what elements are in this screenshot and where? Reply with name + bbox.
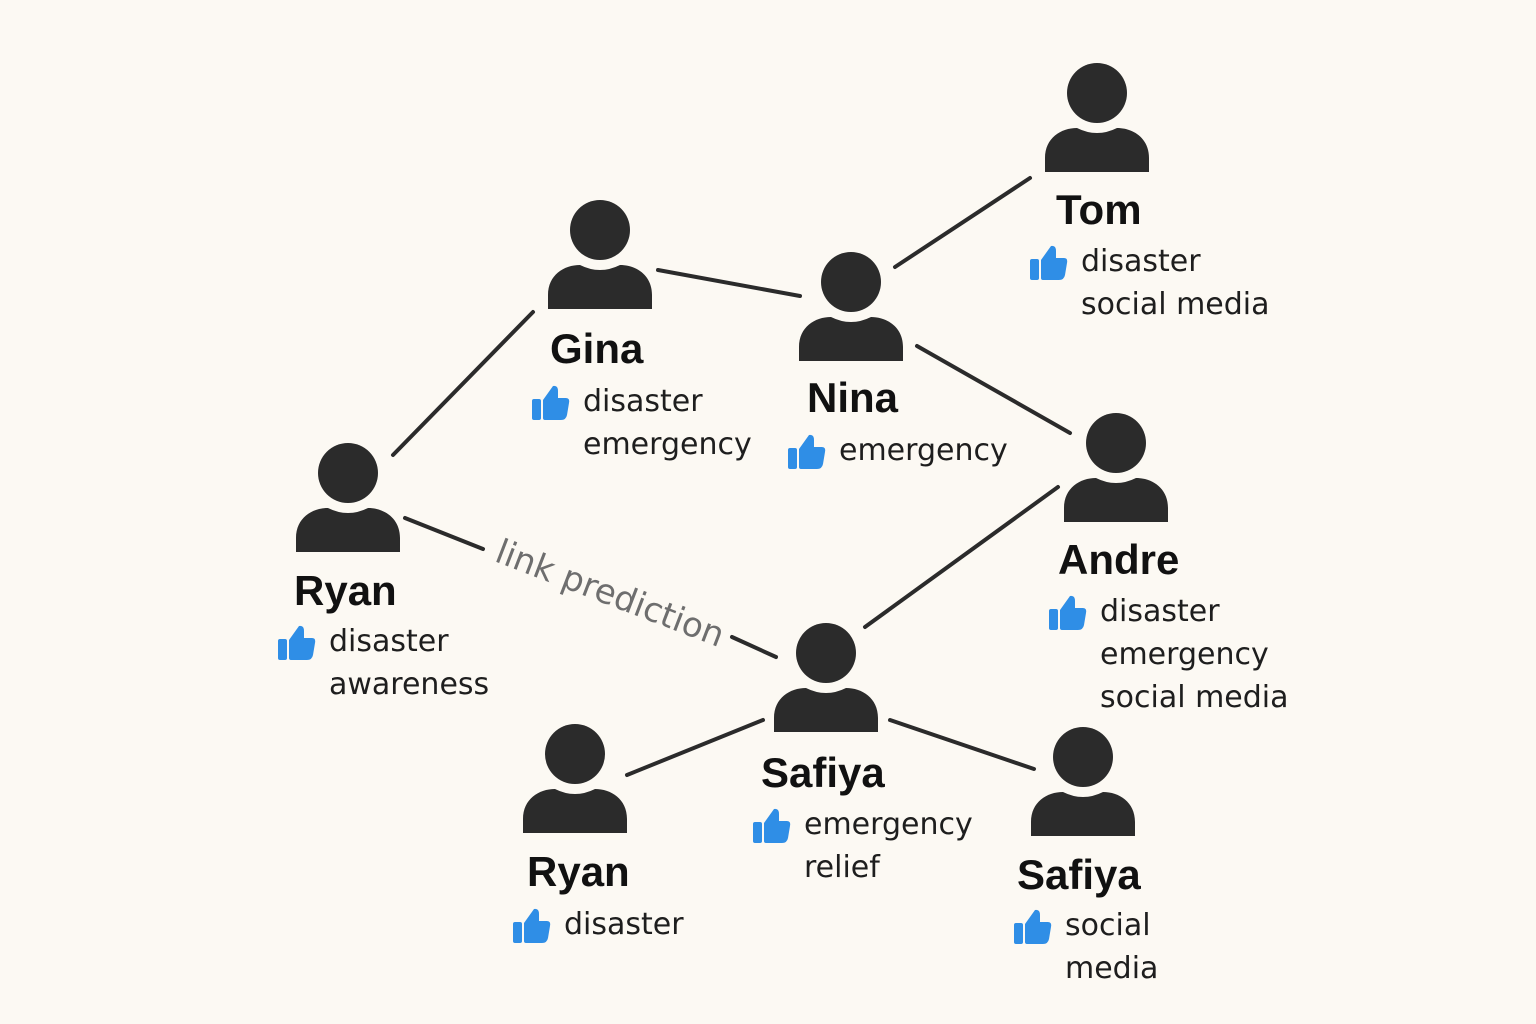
person-icon	[799, 251, 903, 361]
interest-label: disaster	[1100, 594, 1220, 629]
likes-list: social media	[1013, 904, 1158, 990]
likes-list: emergency	[787, 429, 1008, 472]
person-icon	[523, 723, 627, 833]
thumbs-up-icon	[531, 382, 571, 422]
edge-safiya-safiya	[888, 718, 1036, 771]
node-name-tom: Tom	[1056, 186, 1142, 233]
likes-list: disaster emergency	[531, 380, 752, 466]
interest-label: disaster	[583, 384, 703, 419]
person-icon	[296, 442, 400, 552]
interest-label: social media	[1081, 287, 1270, 322]
likes-list: disaster emergency social media	[1048, 590, 1289, 719]
interest-label: disaster	[1081, 244, 1201, 279]
edge-safiya-ryan	[625, 718, 765, 777]
edge-link-prediction-b	[730, 635, 778, 659]
interest-label: emergency	[804, 807, 973, 842]
node-name-safiya: Safiya	[761, 749, 885, 796]
interest-label: awareness	[329, 667, 490, 702]
person-icon	[774, 622, 878, 732]
edge-andre-safiya	[863, 485, 1060, 629]
edge-link-prediction-a	[403, 516, 485, 551]
interest-label: emergency	[1100, 637, 1269, 672]
interest-label: disaster	[329, 624, 449, 659]
edge-gina-nina	[656, 268, 802, 298]
interest-label: media	[1065, 951, 1159, 986]
likes-list: disaster awareness	[277, 620, 489, 706]
thumbs-up-icon	[787, 431, 827, 471]
likes-list: disaster social media	[1029, 240, 1270, 326]
thumbs-up-icon	[1048, 592, 1088, 632]
edge-nina-tom	[893, 176, 1032, 269]
person-icon	[1064, 412, 1168, 522]
likes-list: emergency relief	[752, 803, 973, 889]
thumbs-up-icon	[1029, 242, 1069, 282]
interest-label: social	[1065, 908, 1151, 943]
person-icon	[1031, 726, 1135, 836]
edge-ryan-gina	[391, 310, 535, 457]
node-name-gina: Gina	[550, 325, 644, 372]
thumbs-up-icon	[1013, 906, 1053, 946]
interest-label: relief	[804, 850, 880, 885]
node-name-ryan: Ryan	[294, 567, 397, 614]
thumbs-up-icon	[277, 622, 317, 662]
thumbs-up-icon	[752, 805, 792, 845]
interest-label: disaster	[564, 907, 684, 942]
interest-label: emergency	[583, 427, 752, 462]
node-name-ryan: Ryan	[527, 848, 630, 895]
interest-label: emergency	[839, 433, 1008, 468]
node-name-nina: Nina	[807, 374, 899, 421]
edge-nina-andre	[915, 344, 1072, 435]
thumbs-up-icon	[512, 905, 552, 945]
person-icon	[1045, 62, 1149, 172]
interest-label: social media	[1100, 680, 1289, 715]
node-name-andre: Andre	[1058, 536, 1180, 583]
node-name-safiya: Safiya	[1017, 851, 1141, 898]
link-prediction-label: link prediction	[490, 532, 730, 656]
likes-list: disaster	[512, 903, 684, 946]
person-icon	[548, 199, 652, 309]
